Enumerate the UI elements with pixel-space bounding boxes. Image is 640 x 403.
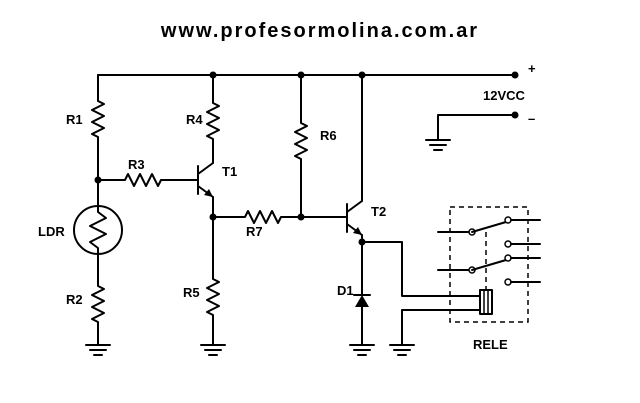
wire-relay-coil-negative [401, 309, 481, 346]
resistor-r5 [206, 274, 220, 320]
label-r1: R1 [66, 112, 83, 127]
resistor-r7 [239, 210, 287, 224]
ground-symbol-r5 [200, 344, 226, 356]
positive-symbol: + [528, 61, 536, 76]
label-relay: RELE [473, 337, 508, 352]
resistor-r2 [91, 281, 105, 327]
ground-symbol-d1 [349, 344, 375, 356]
label-r5: R5 [183, 285, 200, 300]
positive-terminal [511, 71, 519, 79]
website-title: www.profesormolina.com.ar [160, 20, 480, 42]
relay-coil [479, 289, 493, 315]
supply-voltage-label: 12VCC [483, 88, 526, 103]
label-d1: D1 [337, 283, 354, 298]
label-ldr: LDR [38, 224, 65, 239]
relay-contact-set-1 [437, 216, 541, 248]
label-r2: R2 [66, 292, 83, 307]
ldr-photoresistor [73, 204, 123, 255]
relay-enclosure [449, 206, 529, 323]
transistor-t2 [346, 200, 363, 236]
ground-symbol-relay [389, 344, 415, 356]
ground-symbol-r2 [85, 344, 111, 356]
negative-symbol: – [528, 111, 535, 126]
diode-d1 [353, 294, 371, 307]
ground-symbol-supply [425, 139, 451, 151]
relay-contact-set-2 [437, 254, 541, 286]
resistor-r3 [119, 173, 167, 187]
negative-wire [437, 114, 516, 141]
label-t2: T2 [371, 204, 386, 219]
resistor-r1 [91, 96, 105, 142]
resistor-r6 [294, 118, 308, 164]
label-r6: R6 [320, 128, 337, 143]
wire-relay-coil-positive [361, 241, 481, 297]
label-r7: R7 [246, 224, 263, 239]
label-r4: R4 [186, 112, 203, 127]
label-t1: T1 [222, 164, 237, 179]
resistor-r4 [206, 98, 220, 144]
label-r3: R3 [128, 157, 145, 172]
transistor-t1 [197, 162, 214, 198]
